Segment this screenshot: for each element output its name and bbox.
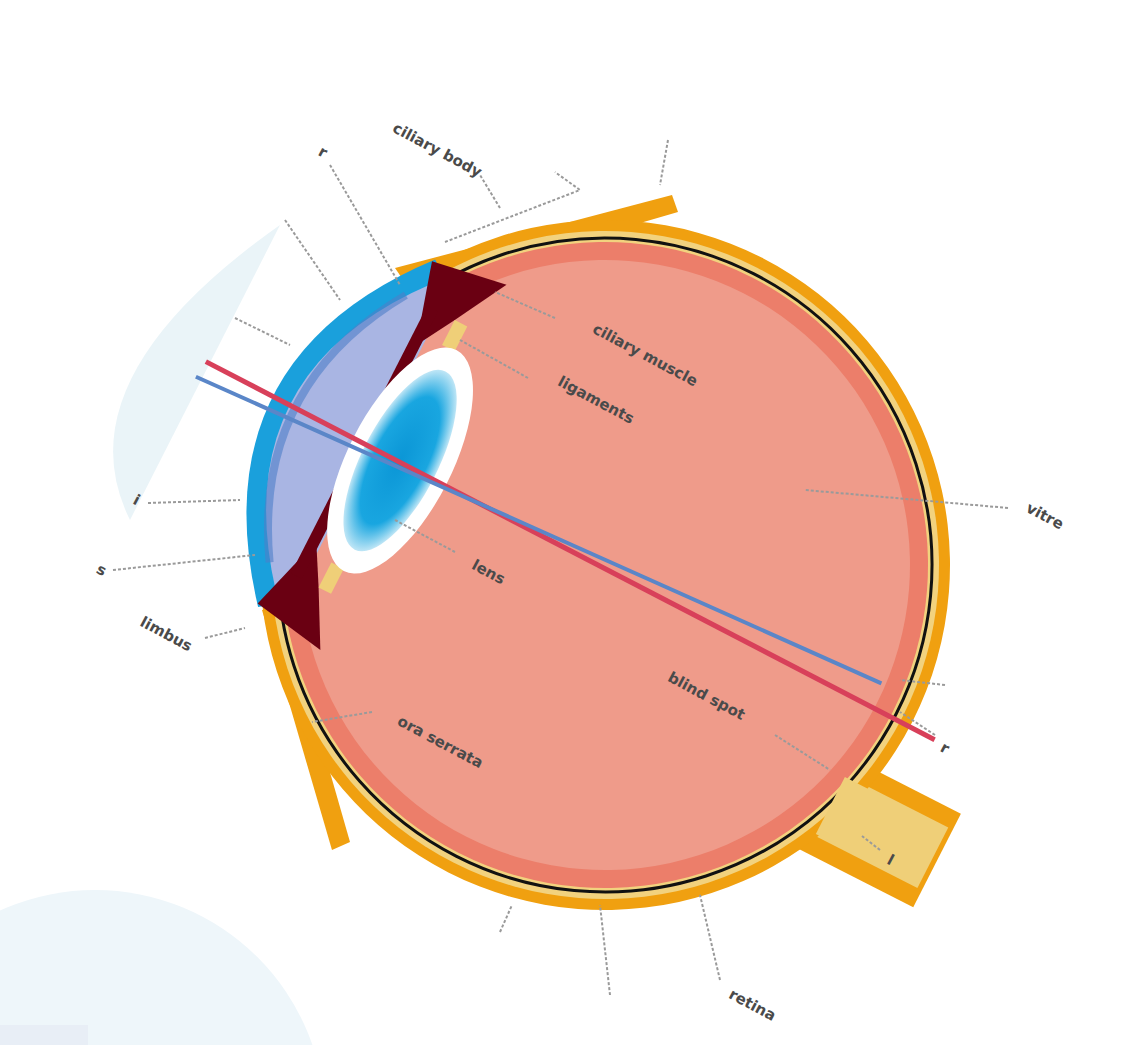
part-label: ora serrata — [392, 710, 489, 773]
eyeball — [47, 53, 1121, 1045]
callout-letter: l — [881, 849, 900, 871]
part-label: lens — [466, 554, 511, 590]
callout-letter: r — [312, 140, 333, 163]
part-label: ciliary body — [387, 117, 488, 182]
part-label: vitre — [1020, 497, 1069, 535]
callout-letter: i — [127, 489, 146, 511]
part-label: blind spot — [661, 666, 750, 725]
part-label: limbus — [134, 611, 198, 657]
leader-line — [113, 140, 1008, 995]
part-label: retina — [722, 983, 781, 1026]
part-label: ciliary muscle — [587, 318, 704, 392]
callout-letter: r — [934, 736, 955, 759]
callout-letter: s — [90, 558, 112, 581]
part-label: ligaments — [552, 371, 640, 429]
